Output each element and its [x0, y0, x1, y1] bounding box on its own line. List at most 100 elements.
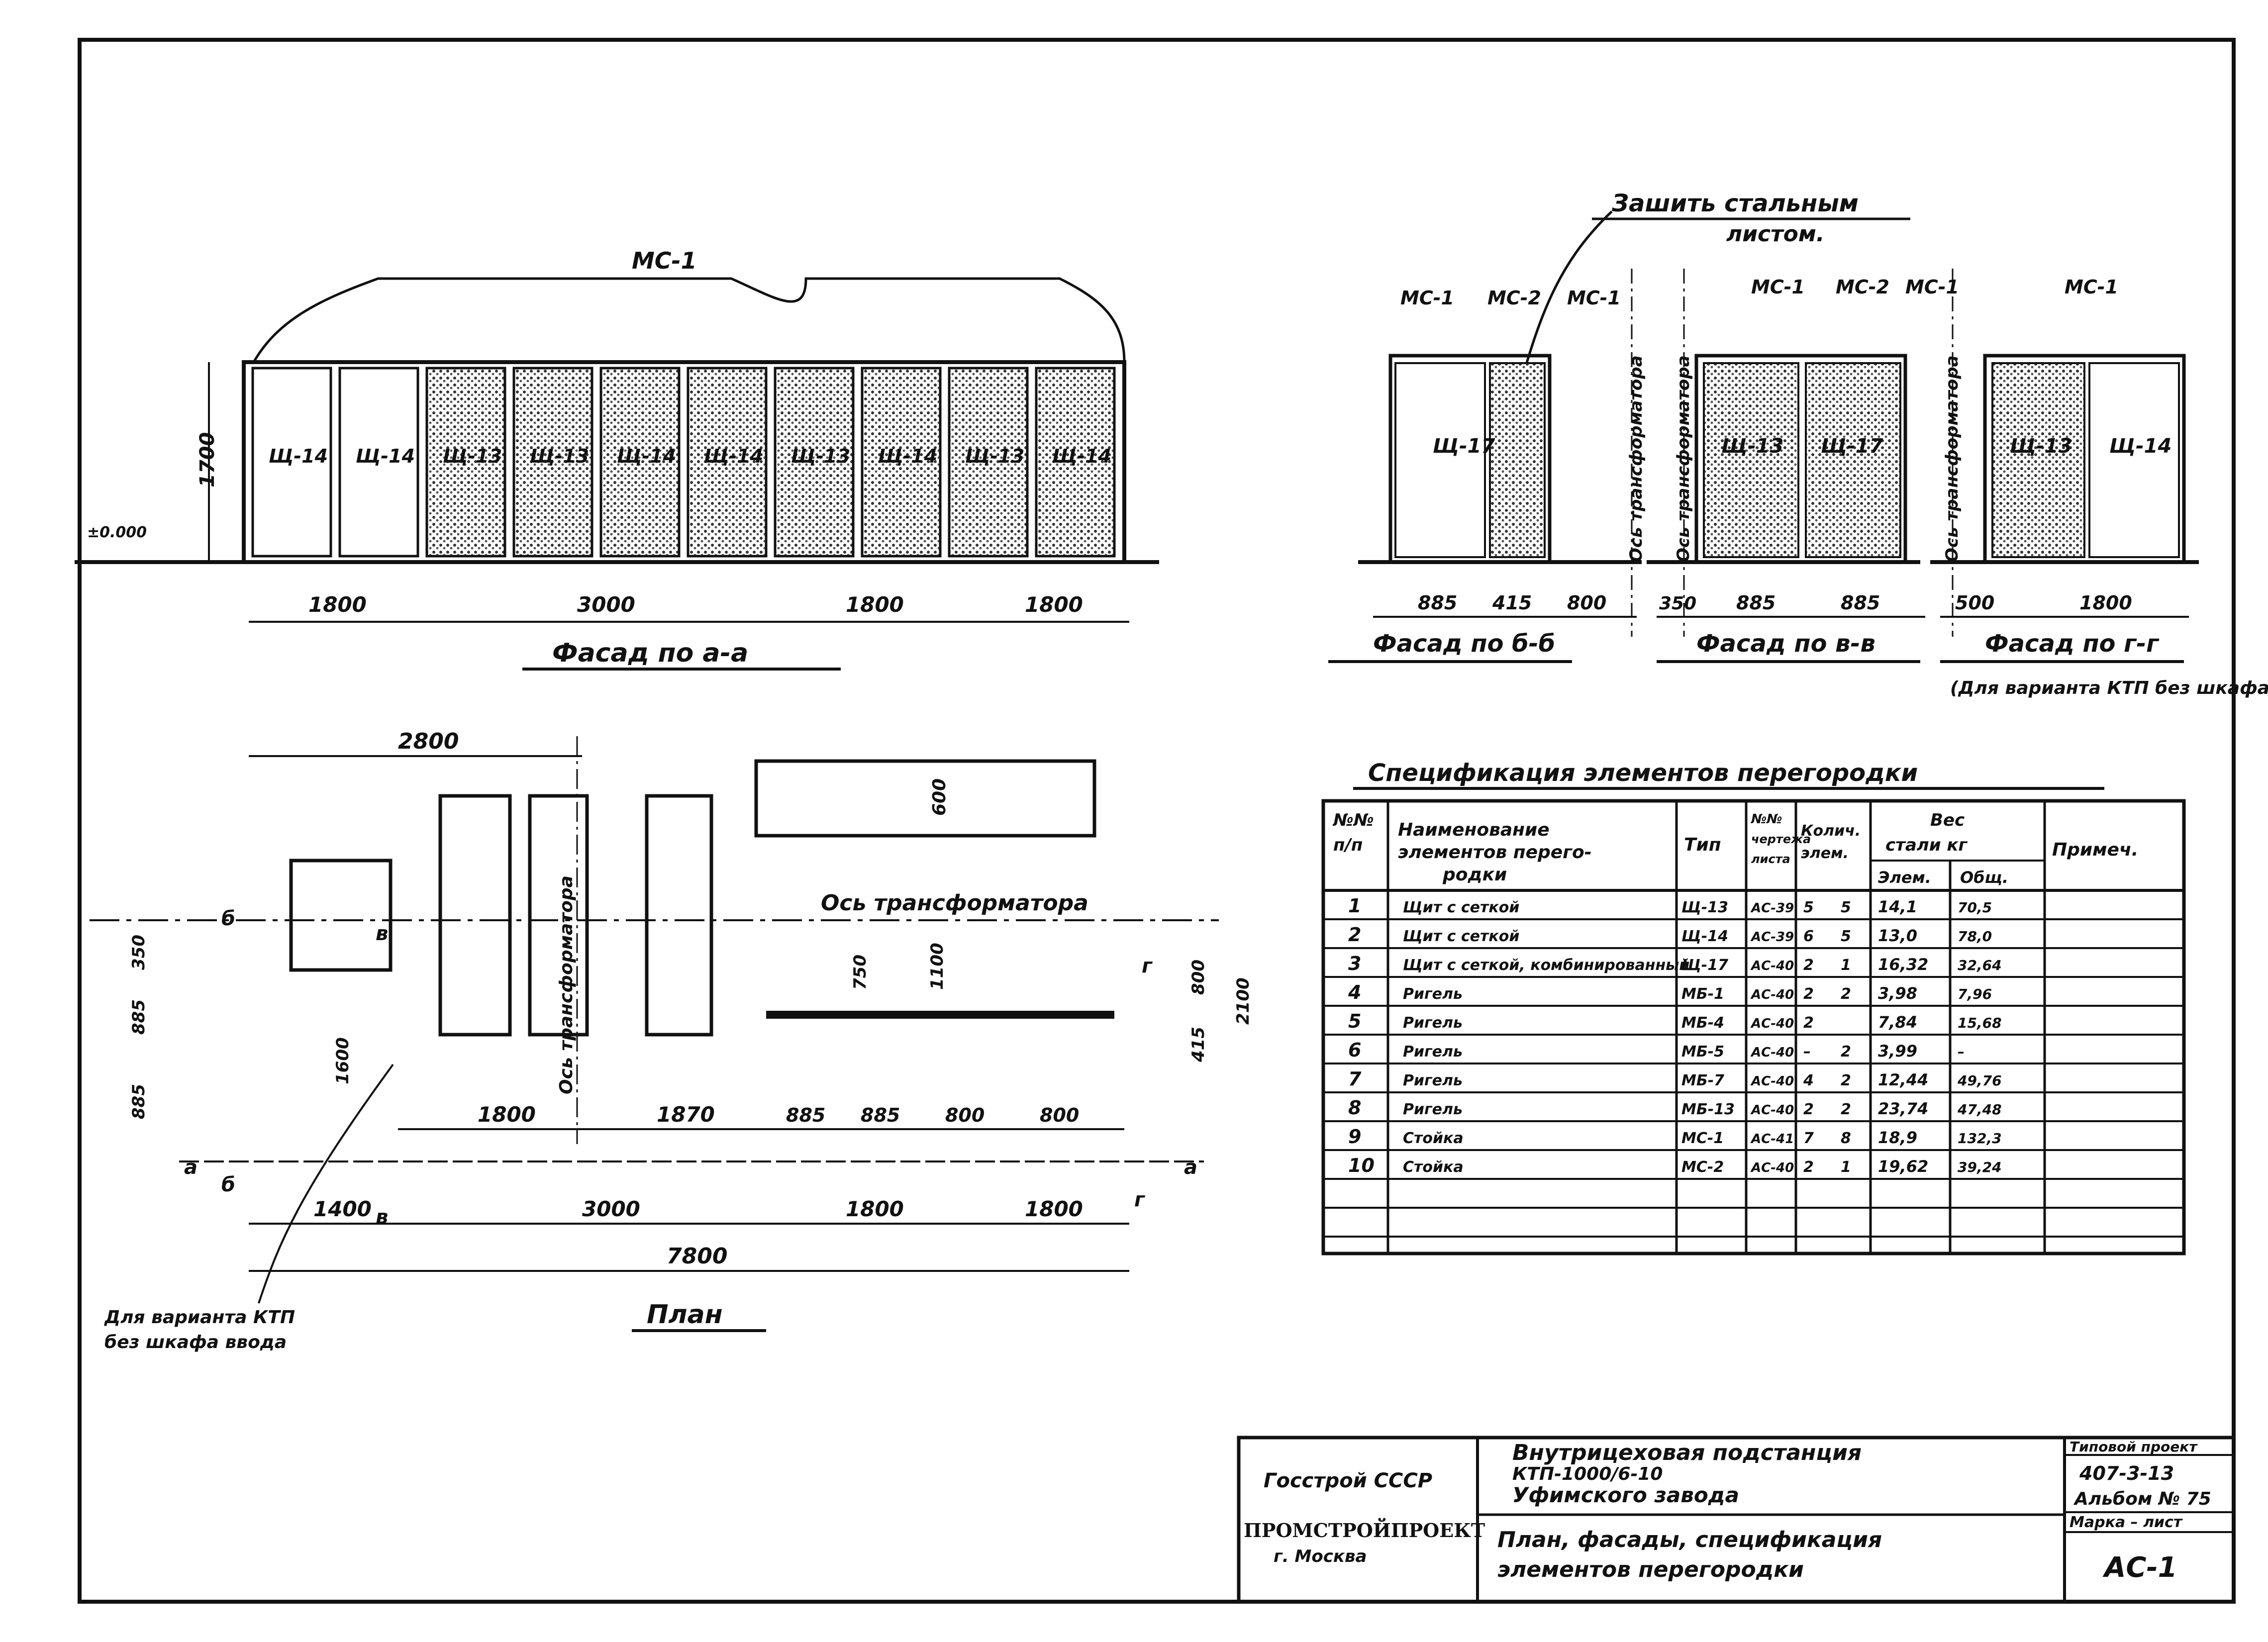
- svg-text:1600: 1600: [333, 1037, 353, 1084]
- spec-cell-wt: 7,96: [1958, 986, 1992, 1002]
- spec-cell-q1: 2: [1803, 1014, 1814, 1032]
- spec-cell-ref: АС-41: [1750, 1132, 1794, 1147]
- facade-panel: [425, 367, 506, 558]
- spec-cell-q1: 2: [1803, 957, 1814, 974]
- svg-text:1800: 1800: [1025, 1197, 1083, 1221]
- svg-text:885: 885: [786, 1104, 825, 1126]
- facade-a-title: Фасад по а-а: [552, 638, 748, 668]
- spec-cell-q1: 5: [1803, 899, 1814, 916]
- facade-g-note: (Для варианта КТП без шкафа ввода): [1950, 678, 2268, 698]
- facade-panel-label: Щ-14: [704, 445, 763, 467]
- spec-cell-w: 23,74: [1878, 1099, 1928, 1118]
- spec-cell-name: Ригель: [1403, 985, 1463, 1003]
- tb-standard-code: 407-3-13: [2079, 1462, 2174, 1484]
- facade-panel-label: Щ-14: [356, 445, 415, 467]
- facade-v-title: Фасад по в-в: [1696, 630, 1875, 658]
- callout-2: МС-2: [1487, 287, 1541, 309]
- spec-cell-wt: 47,48: [1957, 1101, 2002, 1118]
- spec-cell-q2: 2: [1841, 1101, 1851, 1118]
- tb-album: Альбом № 75: [2073, 1489, 2211, 1509]
- tb-project2: КТП-1000/6-10: [1512, 1464, 1663, 1484]
- svg-text:п/п: п/п: [1333, 835, 1363, 855]
- dim-1: 500: [1955, 592, 1994, 614]
- dim-2: 415: [1492, 592, 1532, 614]
- spec-cell-name: Ригель: [1403, 1014, 1463, 1032]
- tb-mark-label: Марка – лист: [2070, 1514, 2183, 1531]
- spec-cell-q1: 4: [1803, 1072, 1814, 1089]
- spec-cell-n: 9: [1348, 1126, 1361, 1148]
- facade-panel-label: Щ-14: [878, 445, 937, 467]
- spec-cell-type: МБ-4: [1681, 1014, 1724, 1032]
- sheath-note-line1: Зашить стальным: [1611, 190, 1859, 217]
- spec-cell-type: Щ-14: [1681, 928, 1728, 945]
- spec-cell-type: МБ-1: [1681, 985, 1724, 1003]
- plan-dim-600: 600: [929, 778, 950, 816]
- spec-cell-name: Ригель: [1403, 1043, 1463, 1061]
- facade-panel: [338, 367, 419, 558]
- facade-panel: [599, 367, 681, 558]
- spec-cell-q1: –: [1803, 1043, 1811, 1061]
- svg-text:Тип: Тип: [1684, 835, 1721, 855]
- facade-frame: [242, 360, 1126, 564]
- spec-cell-ref: АС-40: [1750, 987, 1794, 1002]
- plan-axis-label: Ось трансформатора: [821, 890, 1088, 916]
- dim-3: 885: [1841, 592, 1880, 614]
- tb-standard-label: Типовой проект: [2070, 1439, 2198, 1455]
- spec-cell-w: 3,98: [1878, 984, 1917, 1003]
- spec-cell-q2: 8: [1841, 1130, 1851, 1147]
- spec-cell-ref: АС-40: [1750, 959, 1794, 973]
- spec-cell-w: 14,1: [1878, 897, 1917, 916]
- spec-cell-n: 7: [1348, 1068, 1362, 1090]
- spec-cell-q2: 1: [1841, 1159, 1851, 1176]
- spec-cell-n: 1: [1348, 895, 1361, 917]
- facade-b-title: Фасад по б-б: [1373, 630, 1555, 658]
- svg-text:в: в: [376, 1206, 388, 1229]
- spec-cell-wt: 49,76: [1957, 1072, 2002, 1089]
- spec-cell-name: Щит с сеткой, комбинированный: [1403, 957, 1689, 974]
- svg-text:в: в: [376, 922, 388, 945]
- callout-3: МС-1: [1905, 276, 1959, 298]
- svg-text:350: 350: [129, 935, 149, 970]
- spec-cell-wt: –: [1958, 1044, 1965, 1060]
- svg-text:3000: 3000: [582, 1197, 640, 1221]
- callout: МС-1: [2065, 276, 2118, 298]
- spec-cell-name: Ригель: [1403, 1101, 1463, 1118]
- spec-cell-wt: 78,0: [1958, 928, 1992, 945]
- svg-text:750: 750: [850, 955, 870, 990]
- sheath-note: Зашить стальным листом.: [1521, 190, 1910, 379]
- tb-org2: ПРОМСТРОЙПРОЕКТ: [1244, 1518, 1485, 1542]
- facade-panel: [512, 367, 593, 558]
- dim-3: 800: [1567, 592, 1606, 614]
- svg-text:800: 800: [1040, 1104, 1079, 1126]
- spec-cell-q2: 2: [1841, 985, 1851, 1003]
- svg-text:415: 415: [1188, 1027, 1208, 1062]
- dim-1: 350: [1659, 593, 1696, 614]
- facade-b-b: Щ-17 МС-1 МС-2 МС-1 Ось трансформатора 8…: [1328, 269, 1646, 663]
- svg-text:885: 885: [861, 1104, 900, 1126]
- svg-text:800: 800: [945, 1104, 985, 1126]
- svg-text:элементов перего-: элементов перего-: [1398, 842, 1592, 863]
- spec-cell-n: 4: [1348, 981, 1361, 1003]
- plan-title: План: [647, 1300, 723, 1330]
- spec-cell-name: Щит с сеткой: [1403, 899, 1519, 916]
- svg-text:а: а: [184, 1156, 197, 1179]
- dim-3: 1800: [846, 592, 904, 617]
- tb-project1: Внутрицеховая подстанция: [1512, 1440, 1862, 1465]
- svg-text:1400: 1400: [313, 1197, 372, 1221]
- tb-sheet-title1: План, фасады, спецификация: [1497, 1527, 1882, 1552]
- title-block: Госстрой СССР ПРОМСТРОЙПРОЕКТ г. Москва …: [1237, 1436, 2236, 1604]
- svg-text:1100: 1100: [927, 943, 947, 990]
- plan-vertical-axis: Ось трансформатора: [556, 875, 577, 1094]
- sheet-border: [78, 38, 2236, 1604]
- spec-cell-w: 7,84: [1878, 1013, 1917, 1032]
- spec-cell-name: Щит с сеткой: [1403, 928, 1519, 945]
- facade-v-v: Щ-13 Щ-17 МС-1 МС-2 МС-1 Ось трансформат…: [1647, 269, 1959, 663]
- svg-text:800: 800: [1188, 960, 1208, 995]
- dim-4: 1800: [1025, 592, 1083, 617]
- facade-panel: [861, 367, 942, 558]
- facade-panel-label: Щ-13: [443, 445, 502, 467]
- svg-text:г: г: [1142, 955, 1153, 977]
- svg-text:№№: №№: [1751, 812, 1782, 827]
- spec-cell-type: МС-2: [1681, 1159, 1724, 1176]
